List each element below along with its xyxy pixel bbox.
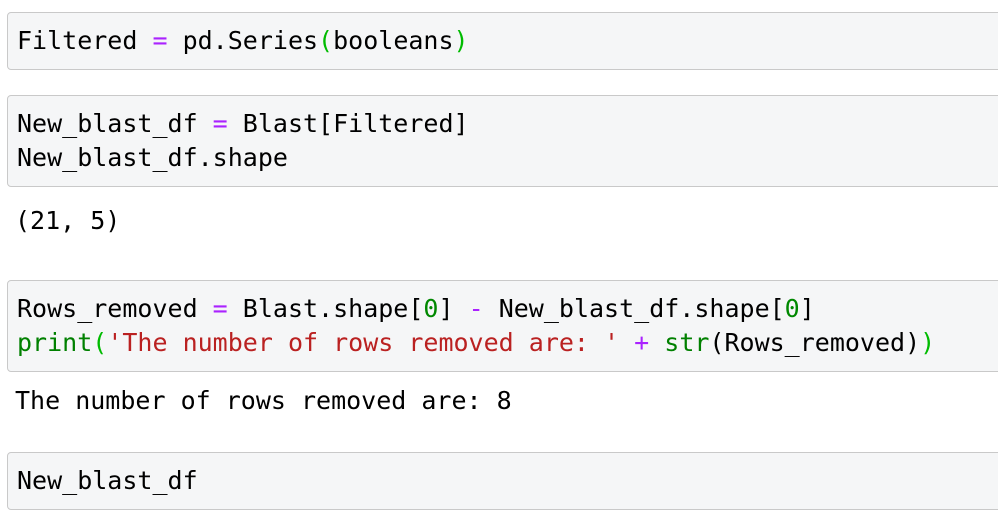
code-token: Filtered <box>17 26 153 55</box>
code-token: booleans <box>333 26 454 55</box>
code-cell-rows-removed[interactable]: Rows_removed = Blast.shape[0] - New_blas… <box>7 280 998 372</box>
code-token: 0 <box>423 294 439 323</box>
code-token: (Rows_removed) <box>709 328 921 357</box>
code-token: New_blast_df.shape <box>17 143 288 172</box>
code-token: Rows_removed <box>17 294 213 323</box>
code-token: 'The number of rows removed are: ' <box>107 328 620 357</box>
output-shape-result: (21, 5) <box>15 204 998 238</box>
output-print-result: The number of rows removed are: 8 <box>15 384 998 418</box>
code-token: (21, 5) <box>15 206 121 235</box>
code-token: New_blast_df.shape[ <box>483 294 785 323</box>
code-token: New_blast_df <box>17 109 213 138</box>
code-cell-new-blast-df[interactable]: New_blast_df = Blast[Filtered] New_blast… <box>7 95 998 187</box>
code-token: pd.Series <box>167 26 319 55</box>
code-line: Rows_removed = Blast.shape[0] - New_blas… <box>17 292 998 326</box>
code-token <box>649 328 664 357</box>
code-token: ] <box>438 294 469 323</box>
code-token: Blast.shape[ <box>227 294 424 323</box>
code-token: = <box>152 26 168 55</box>
code-token: + <box>634 328 650 357</box>
code-token: 0 <box>784 294 800 323</box>
code-token: ( <box>318 26 334 55</box>
code-line: New_blast_df = Blast[Filtered] <box>17 107 998 141</box>
code-token: print <box>17 328 93 357</box>
code-token: Blast[Filtered] <box>227 109 469 138</box>
code-token: ) <box>453 26 469 55</box>
code-token: - <box>468 294 484 323</box>
code-cell-filtered-series[interactable]: Filtered = pd.Series(booleans) <box>7 12 998 70</box>
code-line: print('The number of rows removed are: '… <box>17 326 998 360</box>
code-token: ] <box>799 294 815 323</box>
code-token: ( <box>92 328 108 357</box>
code-cell-new-blast-df-display[interactable]: New_blast_df <box>7 452 998 510</box>
code-line: New_blast_df <box>17 464 998 498</box>
code-line: Filtered = pd.Series(booleans) <box>17 24 998 58</box>
code-token: = <box>212 109 228 138</box>
code-token <box>619 328 634 357</box>
code-token: ) <box>920 328 936 357</box>
code-token: = <box>212 294 228 323</box>
code-token: The number of rows removed are: 8 <box>15 386 512 415</box>
output-line: The number of rows removed are: 8 <box>15 384 998 418</box>
code-token: New_blast_df <box>17 466 198 495</box>
output-line: (21, 5) <box>15 204 998 238</box>
code-token: str <box>664 328 710 357</box>
code-line: New_blast_df.shape <box>17 141 998 175</box>
notebook: Filtered = pd.Series(booleans) New_blast… <box>0 12 998 529</box>
